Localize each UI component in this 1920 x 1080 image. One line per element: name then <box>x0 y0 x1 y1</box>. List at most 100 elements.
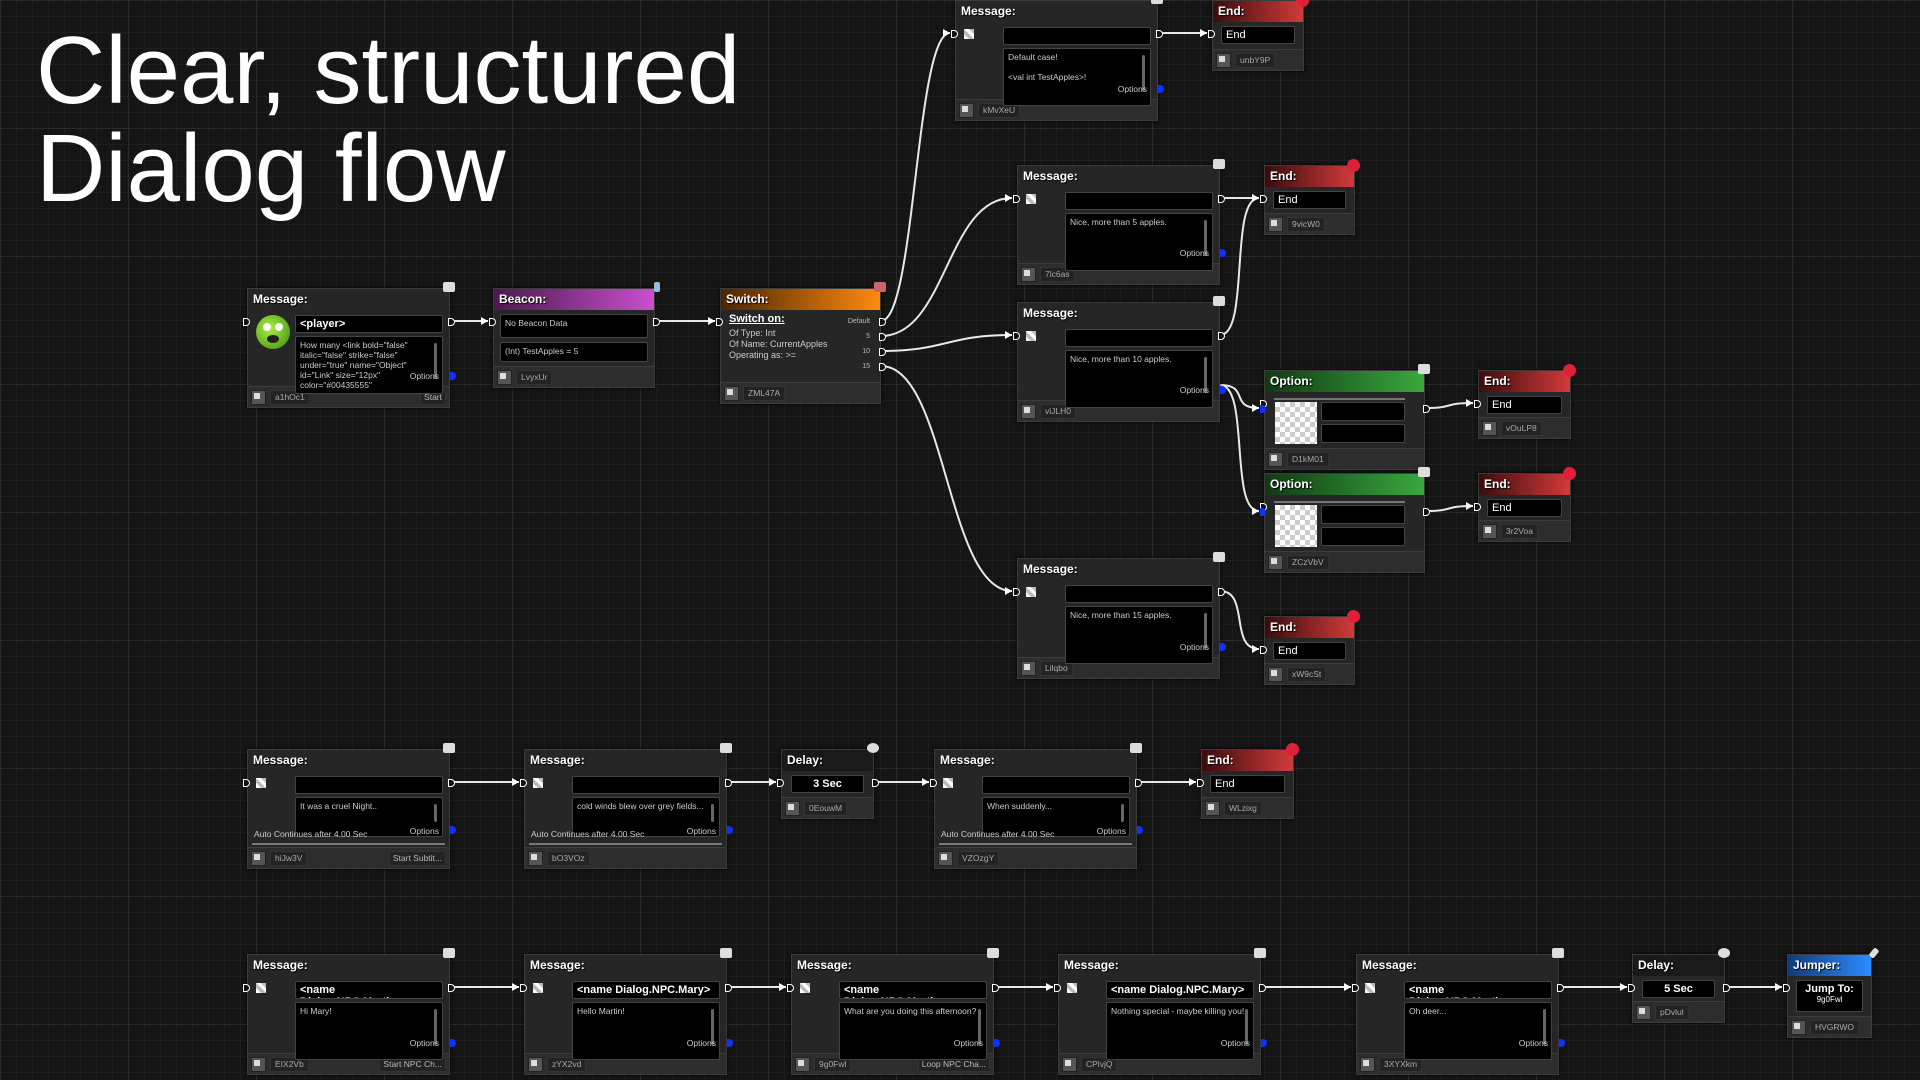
output-pin[interactable] <box>872 779 879 787</box>
jump-target-box[interactable]: Jump To:9g0Fwl <box>1796 980 1863 1012</box>
output-pin[interactable] <box>1218 195 1225 203</box>
speaker-field[interactable]: <name Dialog.NPC.Martin> <box>1404 981 1552 999</box>
portrait-icon[interactable] <box>256 983 266 993</box>
node-copy-icon[interactable] <box>724 386 739 401</box>
switch-case-pin[interactable] <box>879 318 886 326</box>
input-pin[interactable] <box>243 779 250 787</box>
input-pin[interactable] <box>1783 984 1790 992</box>
node-copy-icon[interactable] <box>1636 1005 1651 1020</box>
options-pin[interactable] <box>1220 249 1226 257</box>
input-pin[interactable] <box>1260 195 1267 203</box>
node-header[interactable]: End: <box>1265 166 1354 187</box>
node-header[interactable]: End: <box>1213 1 1303 22</box>
node-header[interactable]: Option: <box>1265 371 1424 392</box>
output-pin[interactable] <box>1218 588 1225 596</box>
output-pin[interactable] <box>448 984 455 992</box>
node-copy-icon[interactable] <box>1268 452 1283 467</box>
options-pin[interactable] <box>1158 85 1164 93</box>
node-copy-icon[interactable] <box>251 1057 266 1072</box>
output-pin[interactable] <box>653 318 660 326</box>
input-pin[interactable] <box>1474 503 1481 511</box>
node-header[interactable]: Message: <box>1023 306 1078 320</box>
output-pin[interactable] <box>1218 332 1225 340</box>
input-pin[interactable] <box>1208 30 1215 38</box>
options-pin[interactable] <box>1261 1039 1267 1047</box>
node-copy-icon[interactable] <box>528 851 543 866</box>
node-copy-icon[interactable] <box>938 851 953 866</box>
output-pin[interactable] <box>448 779 455 787</box>
input-pin[interactable] <box>520 984 527 992</box>
output-pin[interactable] <box>725 779 732 787</box>
node-copy-icon[interactable] <box>795 1057 810 1072</box>
message-text[interactable]: Nice, more than 15 apples. <box>1065 606 1213 664</box>
portrait-icon[interactable] <box>800 983 810 993</box>
input-options-pin[interactable] <box>1260 405 1266 413</box>
message-node[interactable]: Message:3XYXkm<name Dialog.NPC.Martin>Oh… <box>1352 948 1565 1075</box>
beacon-data[interactable]: No Beacon Data <box>500 314 648 338</box>
input-pin[interactable] <box>951 30 958 38</box>
option-text-field[interactable] <box>1321 402 1405 421</box>
input-pin[interactable] <box>1013 195 1020 203</box>
options-pin[interactable] <box>450 1039 456 1047</box>
options-pin[interactable] <box>1220 643 1226 651</box>
text-scrollbar[interactable] <box>1142 55 1145 91</box>
output-pin[interactable] <box>1423 405 1430 413</box>
switch-case-pin[interactable] <box>879 363 886 371</box>
node-header[interactable]: End: <box>1265 617 1354 638</box>
input-pin[interactable] <box>243 984 250 992</box>
input-pin[interactable] <box>489 318 496 326</box>
speaker-field[interactable]: <player> <box>295 315 443 333</box>
portrait-icon[interactable] <box>943 778 953 788</box>
message-text[interactable]: Hello Martin! <box>572 1002 720 1060</box>
options-pin[interactable] <box>1220 386 1226 394</box>
option-image[interactable] <box>1275 402 1317 444</box>
node-copy-icon[interactable] <box>1205 801 1220 816</box>
option-sub-field[interactable] <box>1321 424 1405 443</box>
option-image[interactable] <box>1275 505 1317 547</box>
output-pin[interactable] <box>1156 30 1163 38</box>
speaker-field[interactable] <box>1065 329 1213 347</box>
input-pin[interactable] <box>1352 984 1359 992</box>
message-node[interactable]: Message:zYX2vd<name Dialog.NPC.Mary>Hell… <box>520 948 733 1075</box>
node-copy-icon[interactable] <box>1021 661 1036 676</box>
input-pin[interactable] <box>1260 646 1267 654</box>
delay-value[interactable]: 5 Sec <box>1642 980 1715 998</box>
portrait-icon[interactable] <box>1026 194 1036 204</box>
input-options-pin[interactable] <box>1260 508 1266 516</box>
node-copy-icon[interactable] <box>1268 217 1283 232</box>
node-header[interactable]: Message: <box>1023 562 1078 576</box>
options-pin[interactable] <box>1137 826 1143 834</box>
option-sub-field[interactable] <box>1321 527 1405 546</box>
input-pin[interactable] <box>1628 984 1635 992</box>
speaker-field[interactable] <box>1065 192 1213 210</box>
end-field[interactable]: End <box>1273 191 1346 209</box>
text-scrollbar[interactable] <box>1245 1009 1248 1045</box>
options-pin[interactable] <box>450 372 456 380</box>
message-text[interactable]: Hi Mary! <box>295 1002 443 1060</box>
input-pin[interactable] <box>243 318 250 326</box>
output-pin[interactable] <box>1557 984 1564 992</box>
output-pin[interactable] <box>1423 508 1430 516</box>
node-header[interactable]: Message: <box>1064 958 1119 972</box>
input-pin[interactable] <box>1013 332 1020 340</box>
delay-value[interactable]: 3 Sec <box>791 775 864 793</box>
portrait-icon[interactable] <box>1365 983 1375 993</box>
node-copy-icon[interactable] <box>1216 53 1231 68</box>
text-scrollbar[interactable] <box>434 1009 437 1045</box>
speaker-field[interactable] <box>1065 585 1213 603</box>
node-header[interactable]: Message: <box>530 753 585 767</box>
switch-case-pin[interactable] <box>879 333 886 341</box>
options-pin[interactable] <box>1559 1039 1565 1047</box>
output-pin[interactable] <box>992 984 999 992</box>
node-header[interactable]: Jumper: <box>1788 955 1871 976</box>
